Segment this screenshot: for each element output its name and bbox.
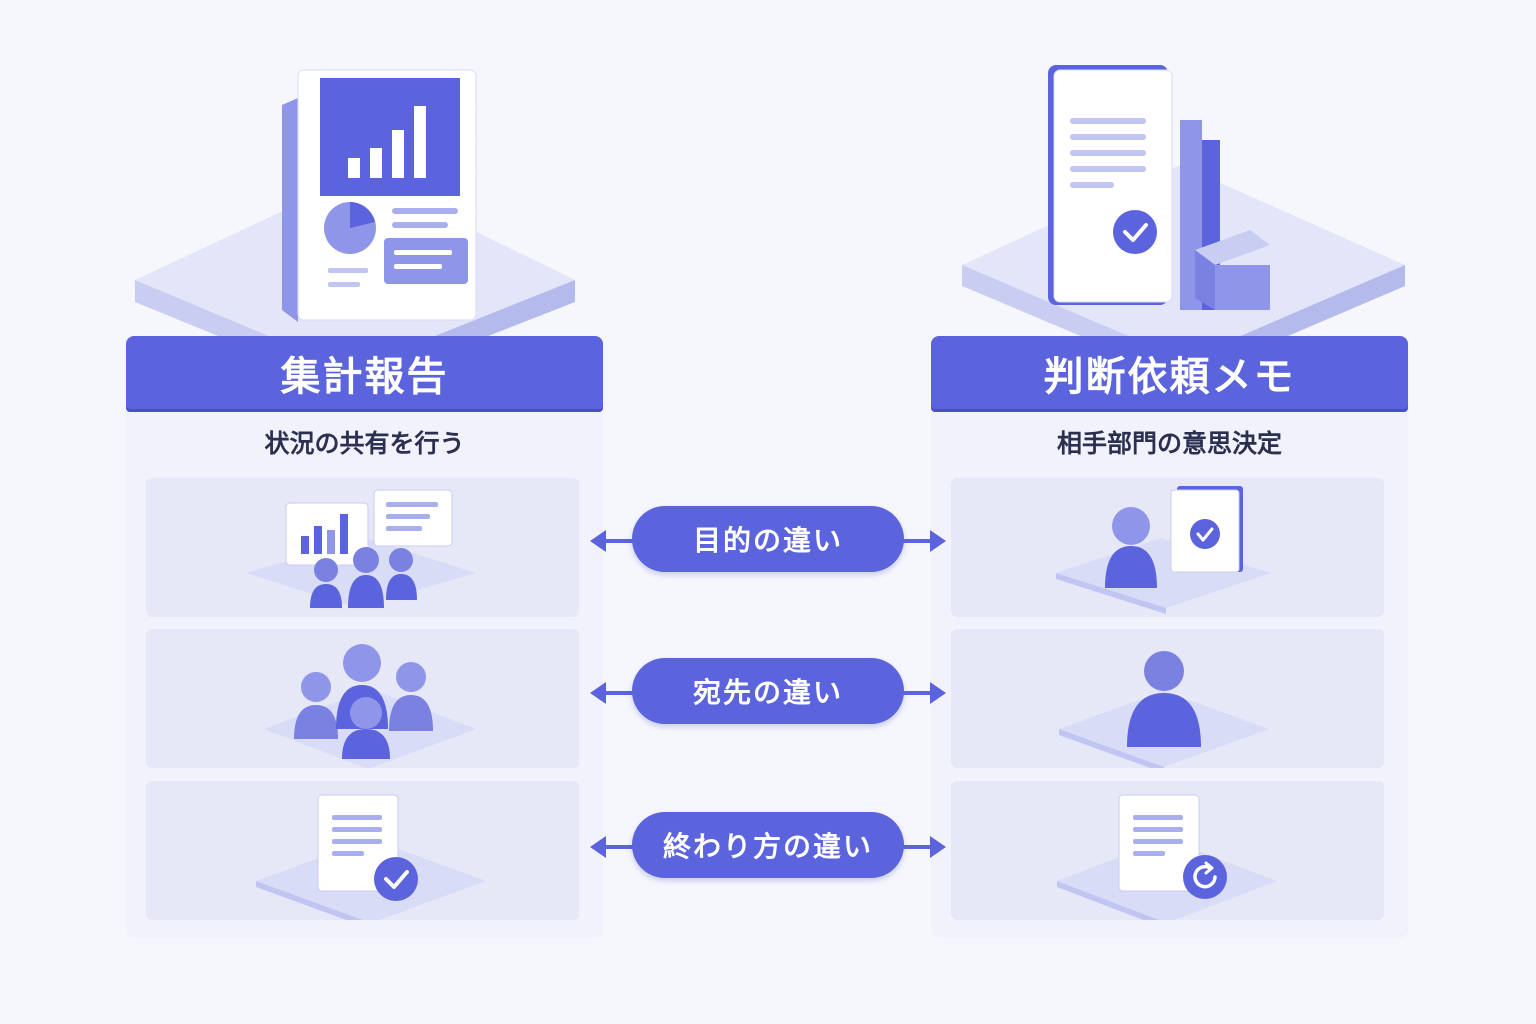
decision-memo-column-title: 判断依頼メモ bbox=[931, 336, 1408, 409]
connector-recipients: 宛先の違い bbox=[588, 658, 948, 728]
report-document-hero-icon bbox=[135, 69, 575, 340]
arrow-left-icon bbox=[590, 836, 638, 858]
memo-row-purpose bbox=[951, 478, 1384, 617]
group-of-people-icon bbox=[264, 644, 476, 768]
connector-purpose: 目的の違い bbox=[588, 506, 948, 576]
report-row-recipients bbox=[146, 629, 579, 768]
report-row-purpose bbox=[146, 478, 579, 617]
memo-row-ending bbox=[951, 781, 1384, 920]
report-column-title: 集計報告 bbox=[126, 336, 603, 409]
memo-approval-hero-icon bbox=[962, 65, 1405, 340]
arrow-left-icon bbox=[590, 530, 638, 552]
document-refresh-icon bbox=[1057, 794, 1277, 920]
report-column: 集計報告 状況の共有を行う bbox=[126, 336, 603, 938]
document-checked-icon bbox=[256, 794, 486, 920]
single-person-icon bbox=[1059, 651, 1269, 768]
recipient-difference-label: 宛先の違い bbox=[632, 658, 904, 724]
audience-viewing-charts-icon bbox=[246, 489, 476, 608]
arrow-right-icon bbox=[898, 530, 946, 552]
person-with-approval-icon bbox=[1056, 486, 1271, 614]
report-row-ending bbox=[146, 781, 579, 920]
arrow-right-icon bbox=[898, 836, 946, 858]
memo-row-recipients bbox=[951, 629, 1384, 768]
arrow-left-icon bbox=[590, 682, 638, 704]
ending-difference-label: 終わり方の違い bbox=[632, 812, 904, 878]
purpose-difference-label: 目的の違い bbox=[632, 506, 904, 572]
decision-memo-column: 判断依頼メモ 相手部門の意思決定 bbox=[931, 336, 1408, 938]
report-column-subtitle: 状況の共有を行う bbox=[264, 429, 465, 458]
connector-ending: 終わり方の違い bbox=[588, 812, 948, 882]
arrow-right-icon bbox=[898, 682, 946, 704]
decision-memo-column-subtitle: 相手部門の意思決定 bbox=[1056, 429, 1282, 458]
